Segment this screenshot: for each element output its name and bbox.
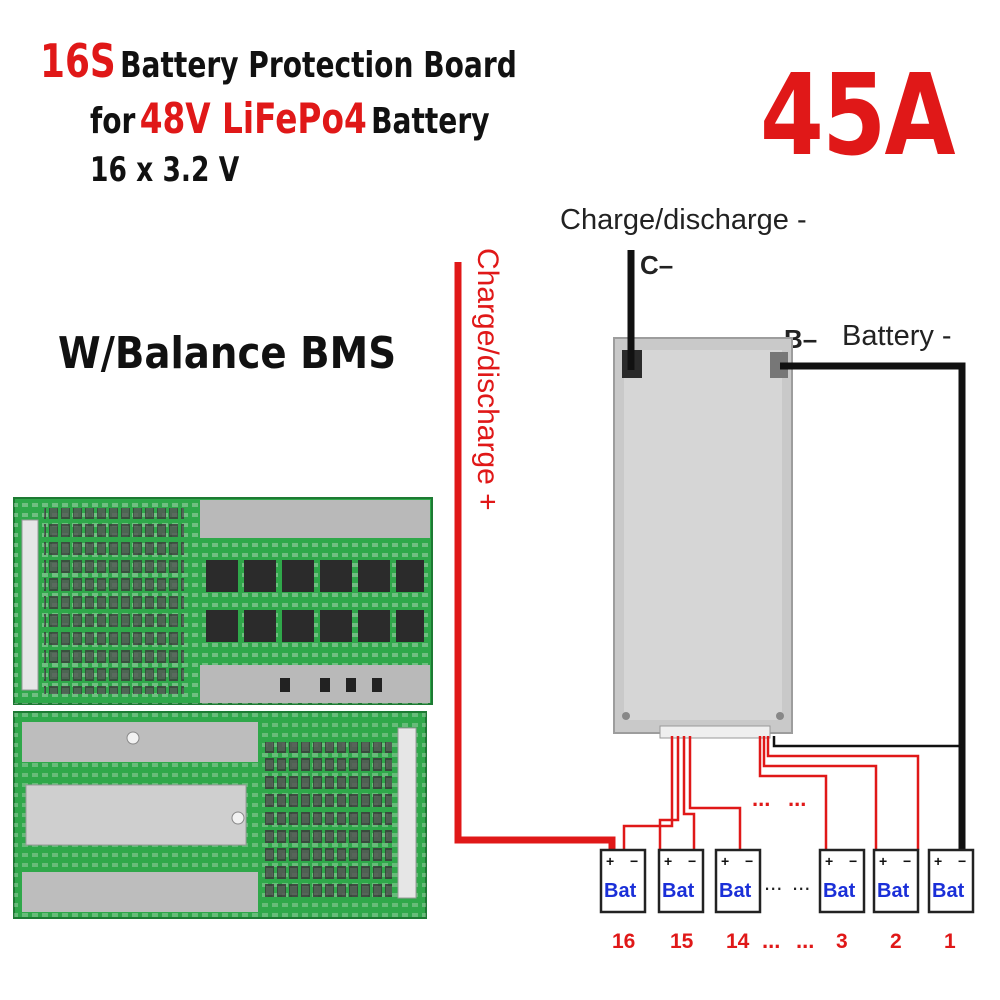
cells-ellipsis-2: ... [792, 870, 810, 895]
svg-text:−: − [688, 853, 696, 869]
bms-pcb-bottom [13, 711, 427, 919]
svg-text:+: + [721, 853, 729, 869]
cell-3-label: Bat [823, 880, 856, 902]
balance-feature-label: W/Balance BMS [58, 328, 397, 379]
svg-text:−: − [630, 853, 638, 869]
battery-type: 48V LiFePo4 [139, 94, 367, 143]
svg-text:+: + [879, 853, 887, 869]
battery-cell-2: +− Bat [872, 848, 920, 914]
cell-number-ellipsis-1: ... [762, 928, 780, 953]
title-line-1: 16S Battery Protection Board [40, 34, 517, 88]
cell-1-label: Bat [932, 880, 965, 902]
battery-cell-15: +− Bat [657, 848, 705, 914]
svg-text:+: + [934, 853, 942, 869]
balance-wire-ellipsis-1: ... [752, 786, 770, 811]
svg-text:−: − [849, 853, 857, 869]
svg-text:−: − [958, 853, 966, 869]
battery-minus-label: Battery - [842, 320, 952, 352]
battery-cell-1: +− Bat [927, 848, 975, 914]
battery-cell-16: +− Bat [599, 848, 647, 914]
battery-cell-3: +− Bat [818, 848, 866, 914]
svg-text:+: + [825, 853, 833, 869]
cell-number-2: 2 [890, 930, 902, 953]
cell-2-label: Bat [877, 880, 910, 902]
svg-text:−: − [745, 853, 753, 869]
svg-text:+: + [606, 853, 614, 869]
bms-module [613, 337, 793, 739]
battery-cells: +− Bat +− Bat +− Bat ... ... +− Bat +− B… [599, 848, 975, 914]
current-rating: 45A [760, 51, 956, 181]
series-count: 16S [40, 34, 116, 88]
bms-pcb-top [13, 497, 433, 705]
battery-word: Battery [371, 101, 490, 142]
cell-number-14: 14 [726, 930, 750, 953]
balance-wire-b-minus [772, 736, 962, 748]
cells-ellipsis-1: ... [764, 870, 782, 895]
cell-number-16: 16 [612, 930, 635, 953]
mosfet-array-top [206, 560, 424, 642]
title-line-2: for 48V LiFePo4 Battery [90, 94, 490, 143]
b-minus-lead [780, 362, 966, 855]
cell-numbers: 16 15 14 ... ... 3 2 1 [612, 928, 956, 953]
c-minus-terminal-label: C– [640, 250, 674, 280]
battery-cell-14: +− Bat [714, 848, 762, 914]
svg-text:−: − [903, 853, 911, 869]
balance-wire-ellipsis-2: ... [788, 786, 806, 811]
cell-14-label: Bat [719, 880, 752, 902]
for-word: for [90, 101, 136, 142]
cell-number-3: 3 [836, 930, 848, 953]
svg-text:+: + [664, 853, 672, 869]
product-name: Battery Protection Board [120, 45, 517, 86]
cell-voltage: 16 x 3.2 V [90, 150, 240, 190]
cell-16-label: Bat [604, 880, 637, 902]
charge-discharge-minus-label: Charge/discharge - [560, 204, 807, 236]
cell-15-label: Bat [662, 880, 695, 902]
balance-wires [622, 736, 920, 852]
cell-number-ellipsis-2: ... [796, 928, 814, 953]
cell-number-1: 1 [944, 930, 956, 953]
charge-plus-lead [454, 262, 616, 852]
cell-number-15: 15 [670, 930, 694, 953]
